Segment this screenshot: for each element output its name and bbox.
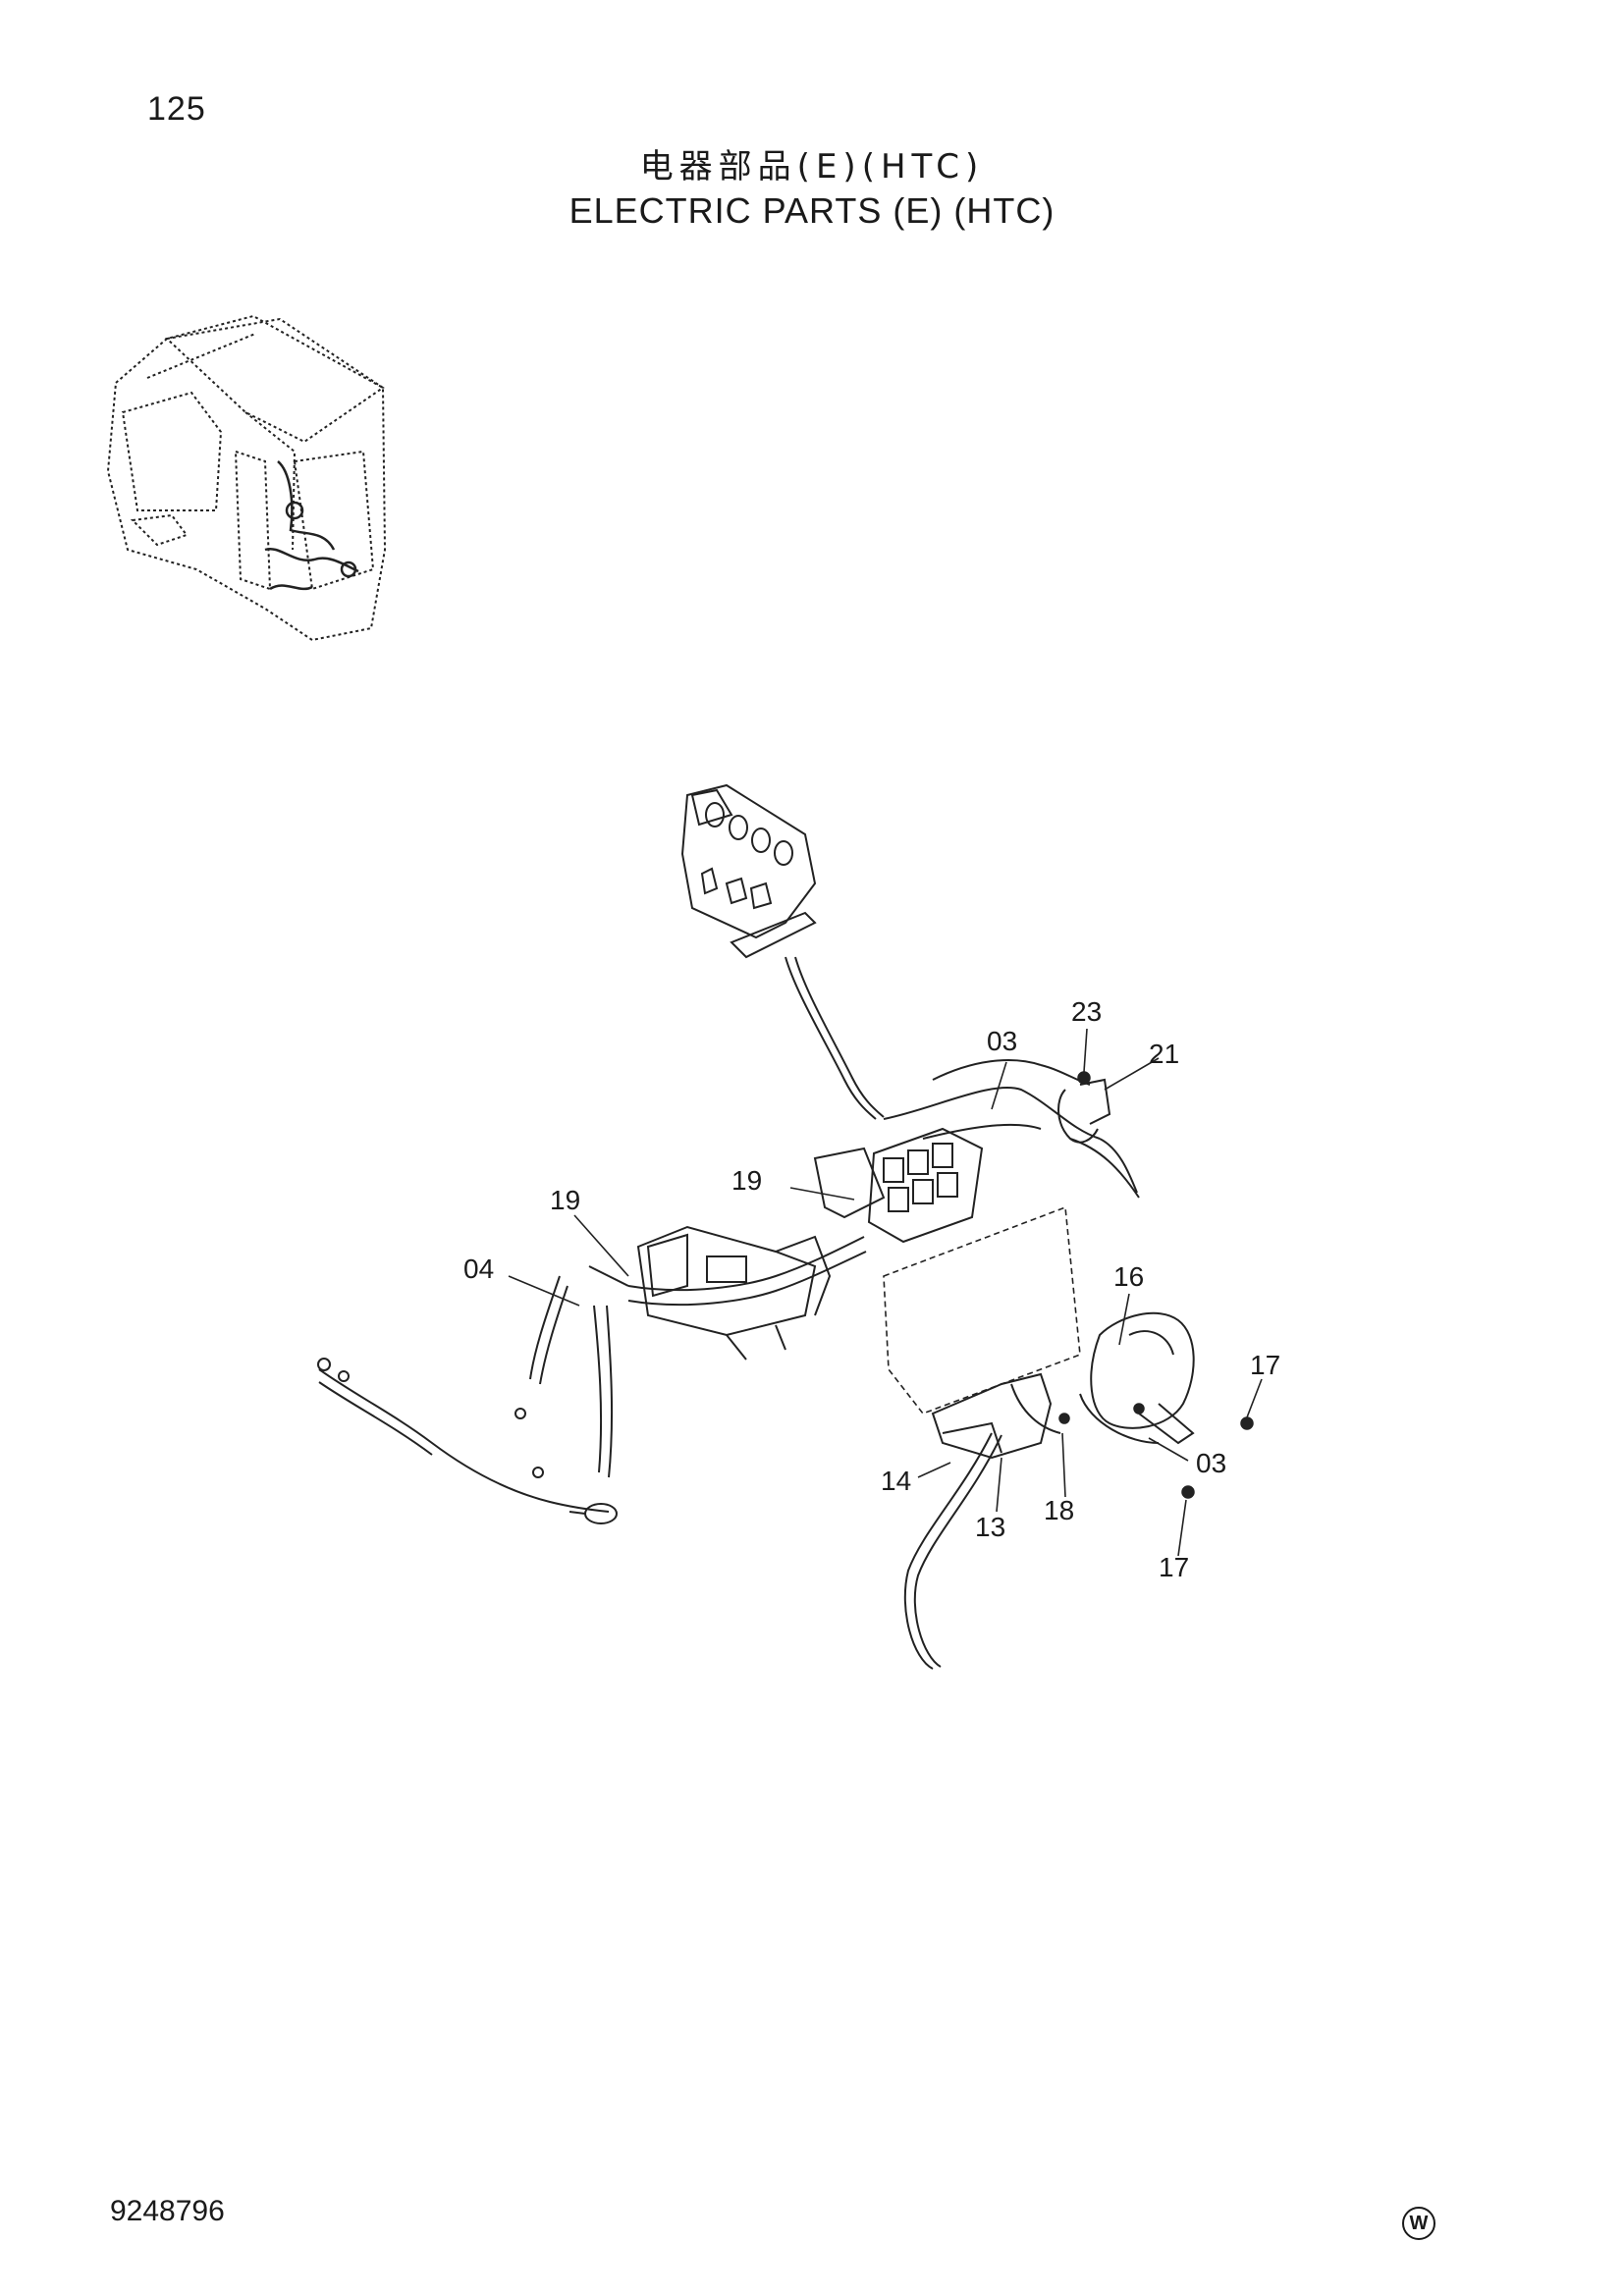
callout-03-upper: 03 xyxy=(987,1026,1017,1056)
callout-21: 21 xyxy=(1149,1039,1179,1069)
bolts xyxy=(1058,1071,1254,1499)
publisher-mark: W xyxy=(1402,2207,1435,2240)
cab-locator-illustration xyxy=(106,314,387,642)
page-title-english: ELECTRIC PARTS (E) (HTC) xyxy=(568,190,1056,231)
bracket-assembly xyxy=(931,1372,1061,1460)
control-unit-box xyxy=(636,1225,832,1361)
page-title-chinese: 电器部品(E)(HTC) xyxy=(639,147,985,187)
callout-17-upper: 17 xyxy=(1250,1350,1280,1380)
document-number: 9248796 xyxy=(110,2195,225,2227)
callout-16: 16 xyxy=(1113,1261,1144,1292)
callout-23: 23 xyxy=(1071,996,1102,1027)
page-number: 125 xyxy=(147,90,206,128)
ground-terminal xyxy=(317,1358,618,1524)
leader-lines xyxy=(508,1028,1263,1557)
callout-19-right: 19 xyxy=(731,1165,762,1196)
harness-cable xyxy=(318,956,1140,1670)
callout-18: 18 xyxy=(1044,1495,1074,1525)
callout-03-lower: 03 xyxy=(1196,1448,1226,1478)
cab-locator-detail xyxy=(264,460,359,591)
heater-duct xyxy=(1079,1311,1195,1445)
callout-19-left: 19 xyxy=(550,1185,580,1215)
resistor-clip xyxy=(1057,1078,1111,1144)
callout-13: 13 xyxy=(975,1512,1005,1542)
relay-block xyxy=(813,1127,984,1244)
callout-04: 04 xyxy=(463,1254,494,1284)
callout-17-lower: 17 xyxy=(1159,1552,1189,1582)
callout-14: 14 xyxy=(881,1466,911,1496)
console-switch-panel xyxy=(680,783,817,959)
